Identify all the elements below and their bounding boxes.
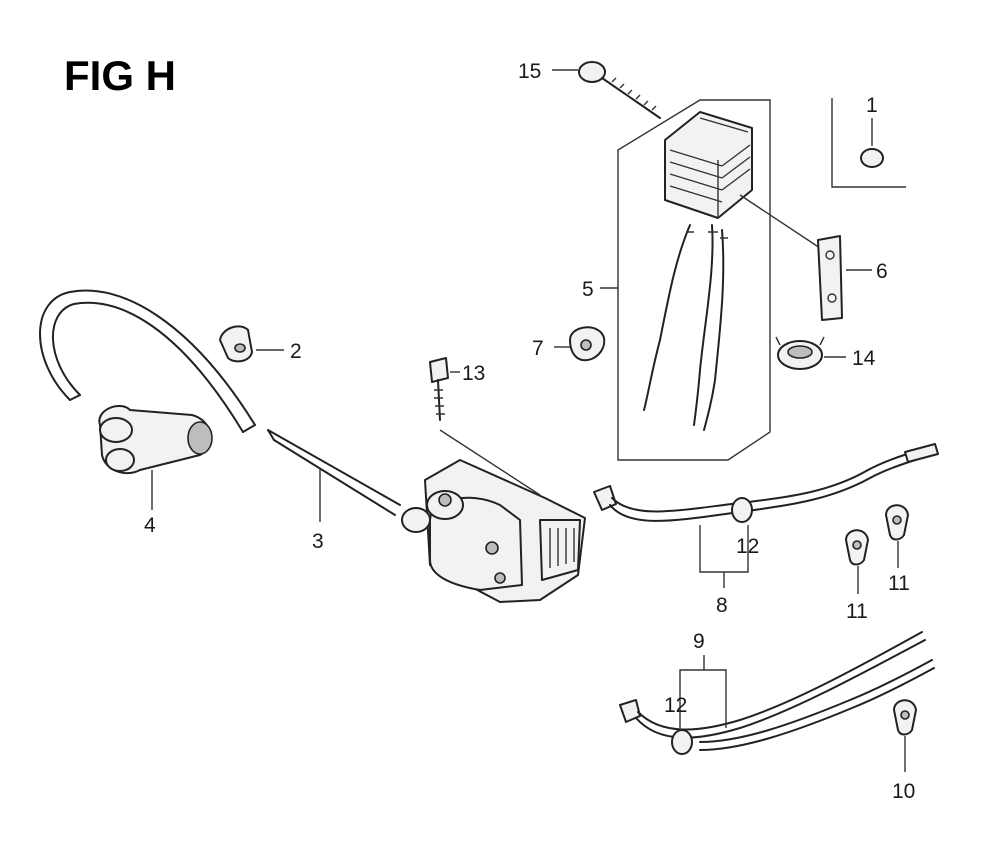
part-10-clip — [893, 699, 917, 772]
callout-8: 8 — [716, 594, 728, 617]
part-11-clip-right — [885, 504, 909, 568]
part-14-grommet — [775, 336, 846, 370]
callout-12-lower: 12 — [664, 694, 687, 717]
part-5-outline — [617, 99, 771, 461]
callout-11-left: 11 — [846, 600, 868, 623]
part-13-bolt — [429, 357, 460, 421]
part-9-harness — [619, 631, 935, 755]
callout-15: 15 — [518, 60, 541, 83]
part-1-cap — [831, 98, 906, 188]
callout-9: 9 — [693, 630, 705, 653]
part-3-cord — [267, 429, 401, 522]
part-6-bracket — [739, 194, 872, 321]
figure-title: FIG H — [64, 52, 176, 99]
ignition-coil — [401, 429, 586, 603]
callout-4: 4 — [144, 514, 156, 537]
callout-10: 10 — [892, 780, 915, 803]
callout-3: 3 — [312, 530, 324, 553]
part-15-bolt — [552, 61, 661, 119]
part-5-regulator — [643, 111, 753, 431]
callout-12-upper: 12 — [736, 535, 759, 558]
callout-5: 5 — [582, 278, 594, 301]
callout-14: 14 — [852, 347, 876, 370]
callout-2: 2 — [290, 340, 302, 363]
callout-6: 6 — [876, 260, 888, 283]
part-7-clip — [554, 326, 606, 362]
callout-1: 1 — [866, 94, 878, 117]
callout-13: 13 — [462, 362, 485, 385]
callout-7: 7 — [532, 337, 544, 360]
part-11-clip-left — [845, 529, 869, 594]
part-4-plug-cap — [39, 289, 256, 510]
part-2-cap — [219, 325, 284, 363]
part-8-harness — [593, 443, 939, 588]
callout-11-right: 11 — [888, 572, 910, 595]
